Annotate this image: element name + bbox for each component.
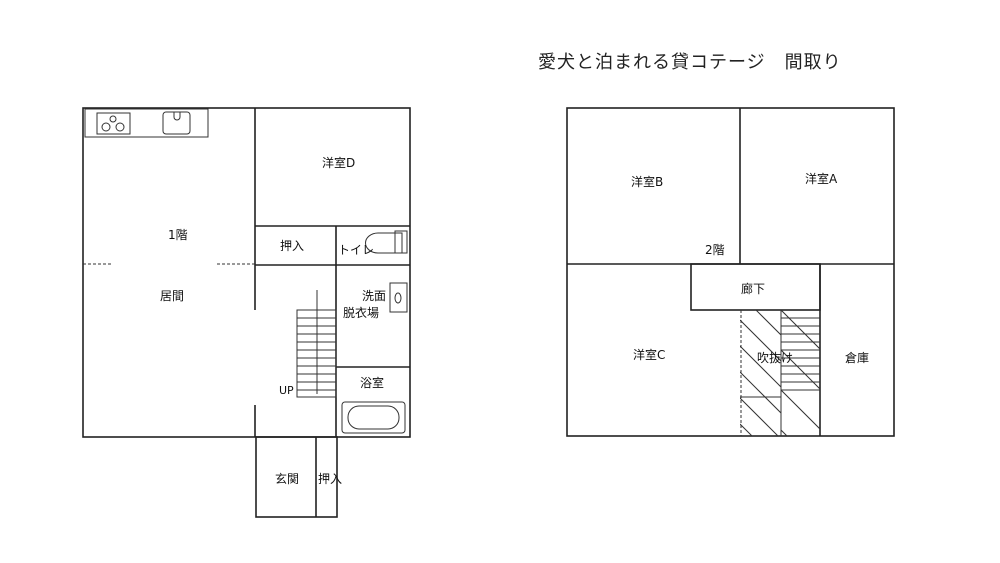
entrance-wall	[255, 436, 338, 518]
hatch-line	[781, 429, 788, 436]
kitchen-counter	[84, 108, 209, 138]
room-closet-entrance: 押入	[318, 472, 342, 486]
room-western-b: 洋室B	[631, 174, 663, 189]
hatch-line	[781, 349, 820, 390]
room-closet-upper: 押入	[280, 239, 304, 253]
hatch-line	[740, 190, 800, 250]
hatch-line	[740, 319, 781, 362]
room-washroom-line2: 脱衣場	[343, 305, 379, 320]
stove-icon	[96, 112, 131, 135]
bathtub-icon	[341, 401, 406, 434]
hatch-line	[755, 310, 781, 336]
room-bathroom: 浴室	[360, 375, 384, 390]
floor-2-outer-wall	[566, 107, 895, 437]
hatch-line	[740, 371, 781, 414]
washbasin-icon	[389, 282, 408, 313]
room-hallway: 廊下	[741, 281, 765, 296]
hatch-line	[740, 345, 781, 388]
room-entrance: 玄関	[275, 471, 299, 486]
room-living: 居間	[160, 289, 184, 303]
room-western-d: 洋室D	[322, 155, 355, 170]
room-washroom: 洗面	[362, 289, 386, 303]
floor-2-label: 2階	[705, 242, 725, 257]
floor-1-label: 1階	[168, 227, 188, 242]
atrium-hatch	[740, 190, 800, 436]
stairs-1f	[296, 290, 337, 398]
hatch-line	[740, 216, 800, 276]
toilet-icon	[365, 230, 408, 254]
room-storage: 倉庫	[845, 350, 869, 365]
floor-1-plan: 1階 居間 洋室D 押入 トイレ 洗面 脱衣場 浴室 UP 玄関 押入	[82, 107, 411, 518]
hatch-line	[740, 268, 800, 328]
room-western-c: 洋室C	[633, 347, 665, 362]
room-western-a: 洋室A	[805, 171, 838, 186]
room-toilet: トイレ	[338, 243, 374, 257]
sink-icon	[162, 111, 191, 135]
hatch-line	[781, 389, 820, 430]
hatch-line	[781, 310, 820, 350]
page-title: 愛犬と泊まれる貸コテージ 間取り	[538, 52, 842, 73]
stairs-up-label: UP	[279, 384, 294, 397]
floor-2-plan: 洋室B 洋室A 2階 廊下 洋室C 吹抜け 倉庫	[566, 107, 895, 437]
stairs-2f	[780, 270, 840, 436]
hatch-line	[740, 397, 779, 436]
hatch-line	[781, 270, 840, 329]
floor-1-outer-wall	[82, 107, 411, 438]
room-atrium: 吹抜け	[757, 351, 793, 365]
hatch-line	[740, 423, 753, 436]
